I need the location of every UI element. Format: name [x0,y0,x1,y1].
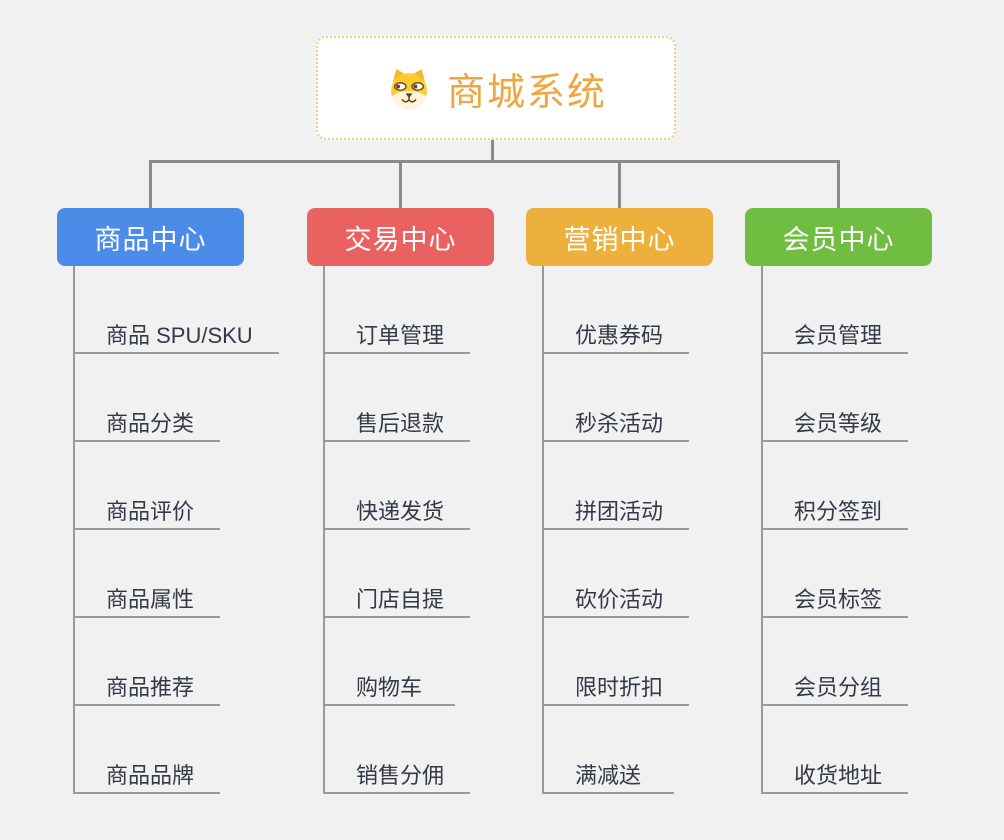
child-node-label: 商品推荐 [106,674,195,700]
branch-head-2[interactable]: 营销中心 [526,208,713,266]
child-node[interactable]: 售后退款 [325,354,471,442]
child-node[interactable]: 商品分类 [75,354,221,442]
child-node[interactable]: 拼团活动 [544,442,690,530]
child-node-label: 商品评价 [106,498,195,524]
connector-horizontal [149,160,840,163]
branch-head-label: 商品中心 [94,224,207,255]
branch-head-1[interactable]: 交易中心 [307,208,494,266]
root-node-label: 商城系统 [446,71,607,114]
child-node[interactable]: 会员分组 [763,618,909,706]
root-node-mall-system[interactable]: 商城系统 [316,36,676,140]
branch-column-1: 订单管理售后退款快递发货门店自提购物车销售分佣 [323,266,538,794]
branch-head-3[interactable]: 会员中心 [745,208,932,266]
child-node-label: 售后退款 [356,410,445,436]
branch-column-0: 商品 SPU/SKU 商品分类商品评价商品属性商品推荐商品品牌 [73,266,288,794]
child-node[interactable]: 订单管理 [325,266,471,354]
child-node[interactable]: 商品品牌 [75,706,221,794]
connector-drop-0 [149,160,152,210]
branch-head-label: 营销中心 [563,224,676,255]
child-node[interactable]: 快递发货 [325,442,471,530]
child-node-label: 会员管理 [794,322,883,348]
child-node[interactable]: 满减送 [544,706,674,794]
child-node-label: 积分签到 [794,498,883,524]
connector-drop-3 [837,160,840,210]
branch-head-0[interactable]: 商品中心 [57,208,244,266]
child-node-label: 满减送 [575,762,642,788]
child-node[interactable]: 商品属性 [75,530,221,618]
child-node[interactable]: 销售分佣 [325,706,471,794]
child-node-label: 收货地址 [794,762,883,788]
connector-drop-1 [399,160,402,210]
child-node[interactable]: 会员等级 [763,354,909,442]
branch-head-label: 会员中心 [782,224,895,255]
child-node-label: 秒杀活动 [575,410,664,436]
child-node-label: 商品属性 [106,586,195,612]
shiba-dog-icon [390,68,427,109]
child-node[interactable]: 门店自提 [325,530,471,618]
child-node-label: 会员标签 [794,586,883,612]
child-node-label: 限时折扣 [575,674,664,700]
child-node-label: 会员等级 [794,410,883,436]
child-node[interactable]: 商品 SPU/SKU [75,266,279,354]
child-node-label: 优惠券码 [575,322,664,348]
child-node[interactable]: 砍价活动 [544,530,690,618]
child-node-label: 商品 SPU/SKU [106,322,253,348]
child-node[interactable]: 商品推荐 [75,618,221,706]
child-node-label: 销售分佣 [356,762,445,788]
child-node-label: 快递发货 [356,498,445,524]
child-node-label: 订单管理 [356,322,445,348]
child-node[interactable]: 秒杀活动 [544,354,690,442]
child-node[interactable]: 优惠券码 [544,266,690,354]
connector-drop-2 [618,160,621,210]
child-node[interactable]: 会员管理 [763,266,909,354]
child-node-label: 砍价活动 [575,586,664,612]
child-node[interactable]: 收货地址 [763,706,909,794]
branch-head-label: 交易中心 [344,224,457,255]
child-node[interactable]: 购物车 [325,618,455,706]
child-node-label: 商品分类 [106,410,195,436]
connector-root-vertical [491,138,494,162]
child-node[interactable]: 积分签到 [763,442,909,530]
child-node[interactable]: 商品评价 [75,442,221,530]
child-node[interactable]: 限时折扣 [544,618,690,706]
child-node-label: 购物车 [356,674,423,700]
child-node-label: 门店自提 [356,586,445,612]
child-node-label: 拼团活动 [575,498,664,524]
branch-column-3: 会员管理会员等级积分签到会员标签会员分组收货地址 [761,266,976,794]
branch-column-2: 优惠券码秒杀活动拼团活动砍价活动限时折扣满减送 [542,266,757,794]
child-node-label: 会员分组 [794,674,883,700]
child-node-label: 商品品牌 [106,762,195,788]
child-node[interactable]: 会员标签 [763,530,909,618]
